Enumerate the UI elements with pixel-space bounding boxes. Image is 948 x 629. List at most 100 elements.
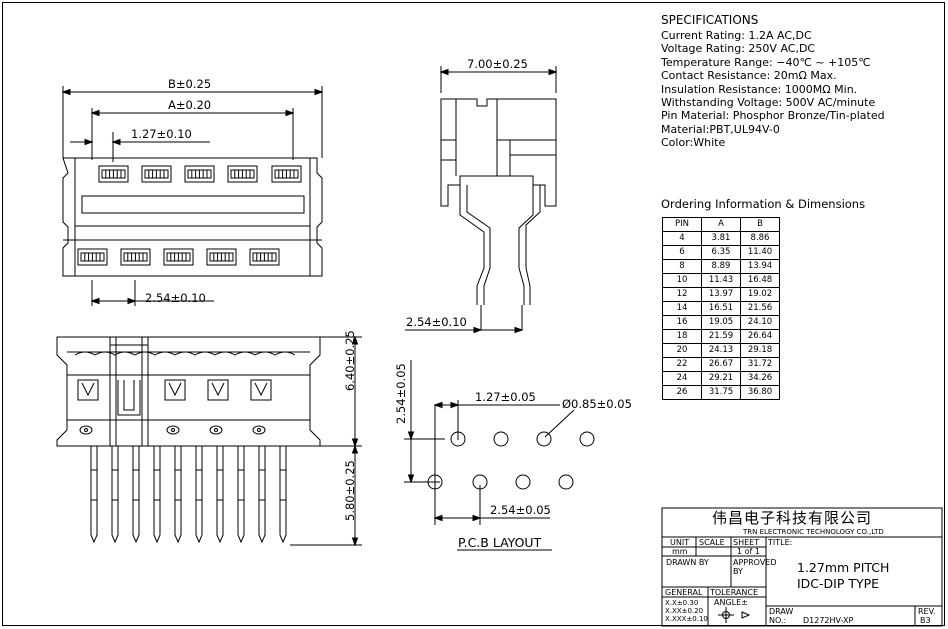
dim-pitch-bottom-label: 2.54±0.10 bbox=[145, 291, 206, 305]
table-cell: 19.05 bbox=[701, 315, 741, 330]
pcb-hole bbox=[536, 431, 552, 447]
pin bbox=[279, 446, 287, 544]
draw-no-value: D1272HV-XP bbox=[803, 616, 854, 625]
tolerance-label: TOLERANCE bbox=[710, 588, 759, 597]
contact-slot bbox=[249, 248, 280, 266]
table-cell: 24 bbox=[662, 371, 702, 386]
table-cell: 13.97 bbox=[701, 287, 741, 302]
table-cell: 24.10 bbox=[740, 315, 780, 330]
front-window bbox=[250, 379, 272, 401]
pin bbox=[258, 446, 266, 544]
front-view bbox=[56, 335, 362, 547]
dim-a-label: A±0.20 bbox=[168, 98, 212, 112]
table-cell: 16 bbox=[662, 315, 702, 330]
spec-line: Withstanding Voltage: 500V AC/minute bbox=[661, 96, 876, 110]
pin bbox=[153, 446, 161, 544]
pin bbox=[237, 446, 245, 544]
dim-width-label: 7.00±0.25 bbox=[467, 57, 528, 71]
contact-slot bbox=[271, 165, 302, 183]
column-header: PIN bbox=[662, 217, 702, 232]
table-cell: 34.26 bbox=[740, 371, 780, 386]
dim-pin-height-label: 5.80±0.25 bbox=[343, 460, 357, 521]
table-cell: 8.89 bbox=[701, 259, 741, 274]
contact-slot bbox=[141, 165, 172, 183]
front-window bbox=[77, 379, 99, 401]
contact-slot bbox=[163, 248, 194, 266]
table-cell: 14 bbox=[662, 301, 702, 316]
dim-pitch-top-label: 1.27±0.10 bbox=[131, 127, 192, 141]
table-cell: 26.64 bbox=[740, 329, 780, 344]
approved-by-label: APPROVED BY bbox=[733, 558, 777, 576]
front-latch bbox=[209, 425, 223, 435]
table-cell: 21.59 bbox=[701, 329, 741, 344]
drawn-by-label: DRAWN BY bbox=[666, 558, 709, 567]
pin bbox=[90, 446, 98, 544]
drawing-title-line2: IDC-DIP TYPE bbox=[797, 576, 880, 591]
table-cell: 26.67 bbox=[701, 357, 741, 372]
top-view bbox=[61, 86, 324, 306]
table-cell: 36.80 bbox=[740, 385, 780, 400]
drawing-title-line1: 1.27mm PITCH bbox=[797, 560, 890, 575]
table-cell: 31.75 bbox=[701, 385, 741, 400]
unit-label: UNIT bbox=[670, 538, 690, 547]
pin bbox=[195, 446, 203, 544]
dim-body-height-label: 6.40±0.25 bbox=[343, 330, 357, 391]
table-cell: 22 bbox=[662, 357, 702, 372]
spec-line: Contact Resistance: 20mΩ Max. bbox=[661, 69, 837, 83]
dim-side-pitch-label: 2.54±0.10 bbox=[406, 315, 467, 329]
table-cell: 6 bbox=[662, 245, 702, 260]
table-cell: 11.43 bbox=[701, 273, 741, 288]
contact-slot bbox=[98, 165, 129, 183]
title-label: TITLE: bbox=[768, 538, 793, 547]
scale-label: SCALE bbox=[699, 538, 725, 547]
table-cell: 11.40 bbox=[740, 245, 780, 260]
table-cell: 29.18 bbox=[740, 343, 780, 358]
tolerance-line: X.XX±0.20 bbox=[665, 607, 704, 615]
pcb-pitch-label: 1.27±0.05 bbox=[475, 390, 536, 404]
table-cell: 8.86 bbox=[740, 231, 780, 246]
table-cell: 31.72 bbox=[740, 357, 780, 372]
contact-slot bbox=[206, 248, 237, 266]
table-cell: 8 bbox=[662, 259, 702, 274]
pin bbox=[132, 446, 140, 544]
front-latch bbox=[252, 425, 266, 435]
company-name-en: TRN ELECTRONIC TECHNOLOGY CO.,LTD bbox=[743, 528, 884, 536]
table-cell: 19.02 bbox=[740, 287, 780, 302]
table-cell: 13.94 bbox=[740, 259, 780, 274]
sheet-value: 1 of 1 bbox=[737, 547, 760, 556]
table-cell: 12 bbox=[662, 287, 702, 302]
front-window bbox=[207, 379, 229, 401]
pcb-hole bbox=[515, 474, 531, 490]
table-cell: 29.21 bbox=[701, 371, 741, 386]
pcb-hole bbox=[579, 431, 595, 447]
table-cell: 18 bbox=[662, 329, 702, 344]
table-cell: 4 bbox=[662, 231, 702, 246]
table-cell: 21.56 bbox=[740, 301, 780, 316]
column-header: B bbox=[740, 217, 780, 232]
table-cell: 24.13 bbox=[701, 343, 741, 358]
front-center-detail bbox=[117, 380, 141, 416]
company-name-cn: 伟昌电子科技有限公司 bbox=[712, 509, 873, 527]
unit-value: mm bbox=[672, 547, 688, 556]
table-cell: 26 bbox=[662, 385, 702, 400]
rev-label: REV. bbox=[918, 607, 936, 616]
pcb-hole bbox=[493, 431, 509, 447]
spec-line: Temperature Range: −40℃ ~ +105℃ bbox=[661, 55, 871, 69]
angle-label: ANGLE± bbox=[714, 598, 748, 607]
table-cell: 3.81 bbox=[701, 231, 741, 246]
pcb-row-pitch-label: 2.54±0.05 bbox=[490, 503, 551, 517]
pcb-hole bbox=[558, 474, 574, 490]
pcb-layout-title: P.C.B LAYOUT bbox=[458, 535, 542, 550]
spec-line: Voltage Rating: 250V AC,DC bbox=[661, 42, 816, 56]
contact-slot bbox=[184, 165, 215, 183]
spec-line: Material:PBT,UL94V-0 bbox=[661, 122, 780, 136]
pin bbox=[174, 446, 182, 544]
ordering-heading: Ordering Information & Dimensions bbox=[661, 197, 866, 211]
